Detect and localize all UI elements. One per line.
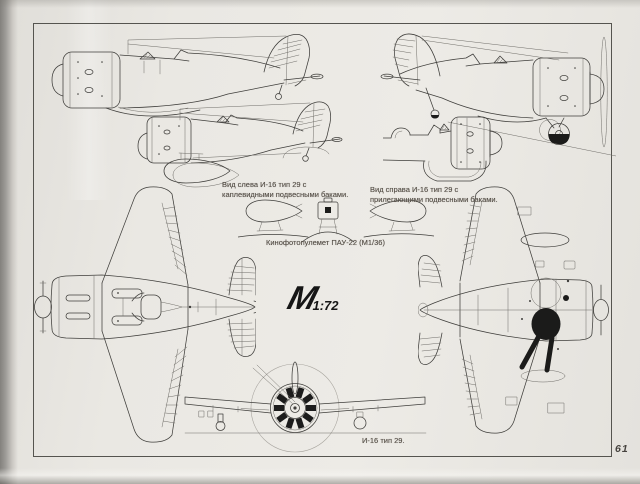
caption-left-view-line2: каплевидными подвесными баками. <box>222 189 349 199</box>
caption-right-view-line1: Вид справа И-16 тип 29 с <box>370 185 459 194</box>
page-gutter-shadow <box>0 0 18 484</box>
figure-side-view-right <box>380 33 616 157</box>
figure-side-view-teardrop-tanks <box>137 101 343 188</box>
caption-right-view: Вид справа И-16 тип 29 с прилегающими по… <box>370 185 498 204</box>
paper-sheen <box>66 0 112 200</box>
figure-tanks-and-camera-gun <box>238 197 434 243</box>
figure-plan-view-bottom <box>418 186 609 434</box>
figure-front-view <box>184 361 427 453</box>
scale-ratio: 1:72 <box>312 298 339 313</box>
scale-mark: M 1:72 <box>284 279 339 316</box>
caption-camera-gun: Кинофотопулемет ПАУ-22 (М1/36) <box>266 238 385 247</box>
figure-side-view-conformal-tank <box>383 116 503 182</box>
page-bottom-edge-shadow <box>0 468 640 484</box>
caption-front-view: И-16 тип 29. <box>362 436 405 445</box>
plate-frame-border <box>33 23 612 457</box>
caption-right-view-line2: прилегающими подвесными баками. <box>370 194 498 204</box>
page-number: 61 <box>615 443 629 455</box>
figure-plan-view-top <box>34 186 256 443</box>
caption-left-view: Вид слева И-16 тип 29 с каплевидными под… <box>222 180 348 199</box>
page-top-edge-shadow <box>0 0 640 8</box>
figure-side-view-left <box>51 34 324 117</box>
caption-left-view-line1: Вид слева И-16 тип 29 с <box>222 180 307 189</box>
